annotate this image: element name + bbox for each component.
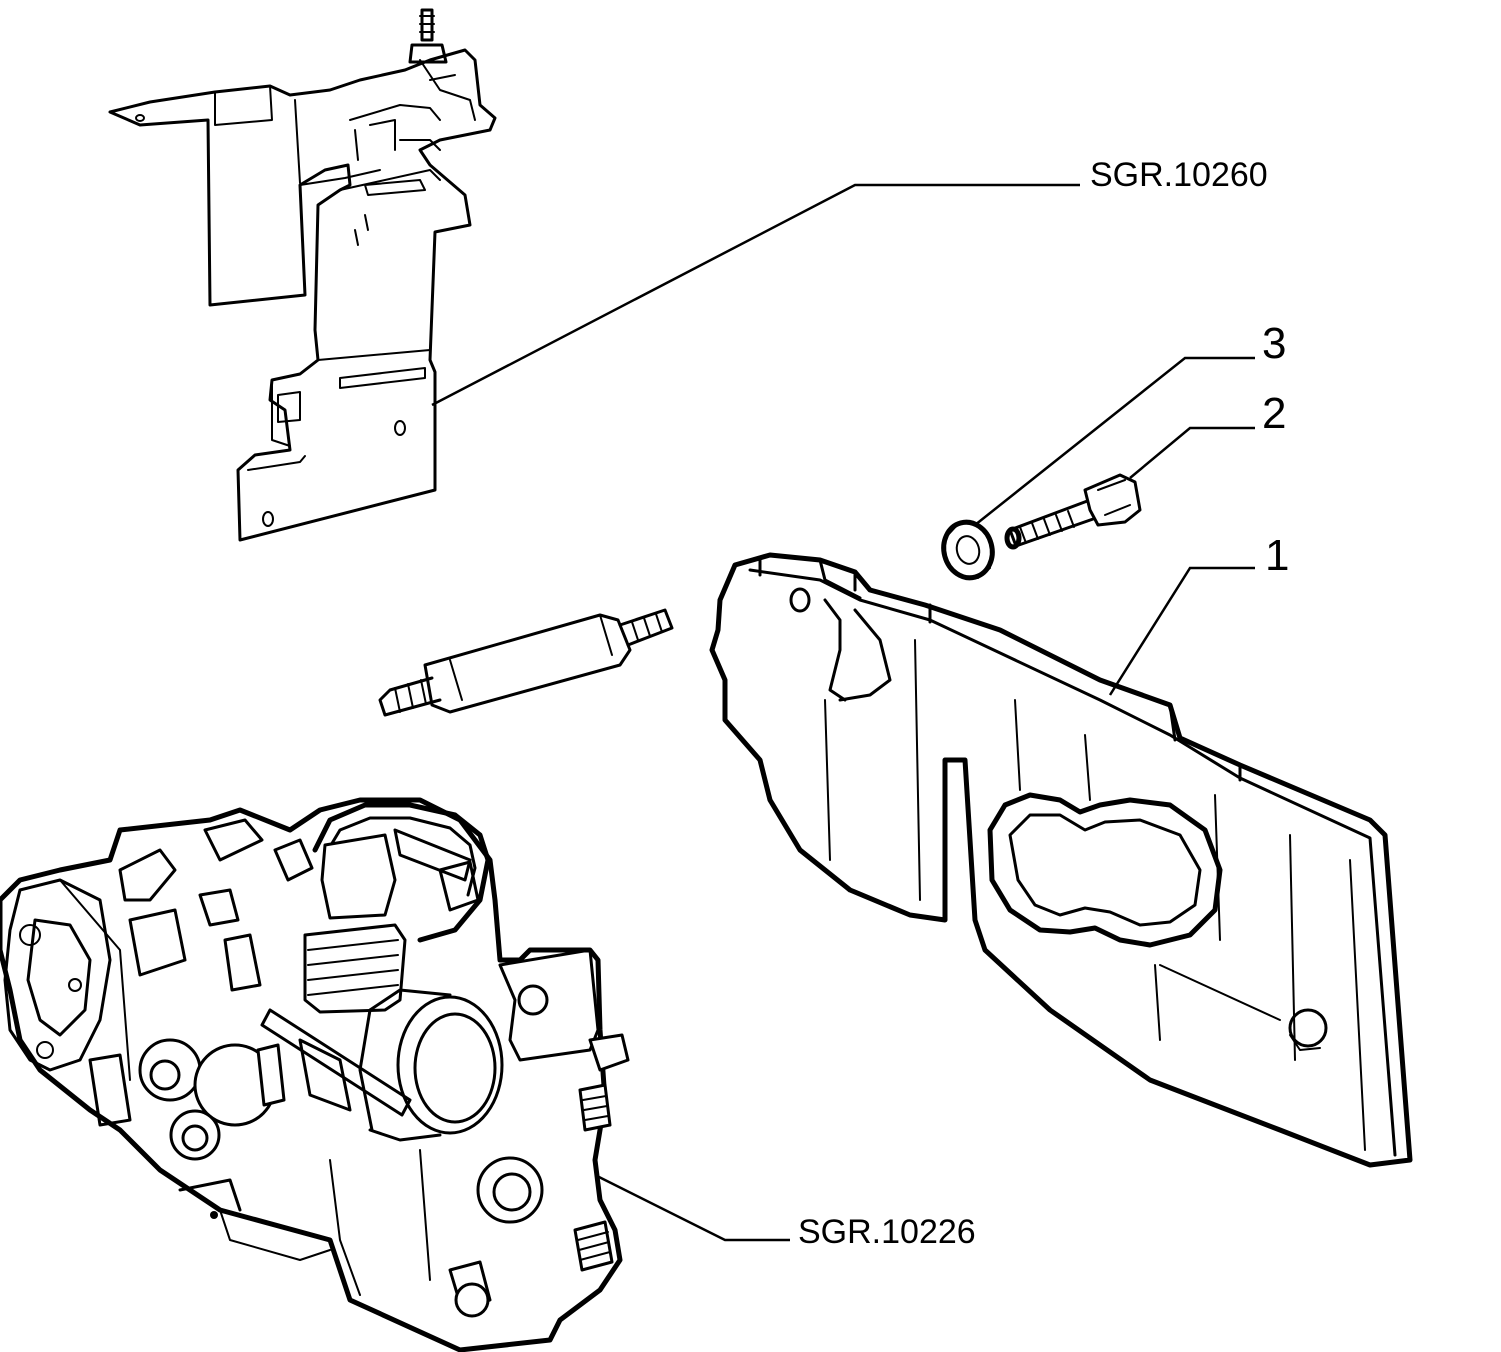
injection-pump-drawing — [0, 797, 630, 1352]
part-number-2: 2 — [1262, 389, 1286, 438]
part-number-1: 1 — [1265, 531, 1289, 580]
washer-drawing — [941, 519, 995, 581]
support-bracket-drawing — [108, 8, 497, 542]
heat-shield-drawing — [709, 552, 1413, 1168]
spacer-stud-drawing — [378, 608, 674, 717]
bracket-ref-label: SGR.10260 — [1090, 156, 1268, 194]
bolt-drawing — [1004, 473, 1142, 550]
leader-lines — [431, 183, 1255, 1242]
pump-ref-label: SGR.10226 — [798, 1213, 976, 1251]
part-number-3: 3 — [1262, 319, 1286, 368]
